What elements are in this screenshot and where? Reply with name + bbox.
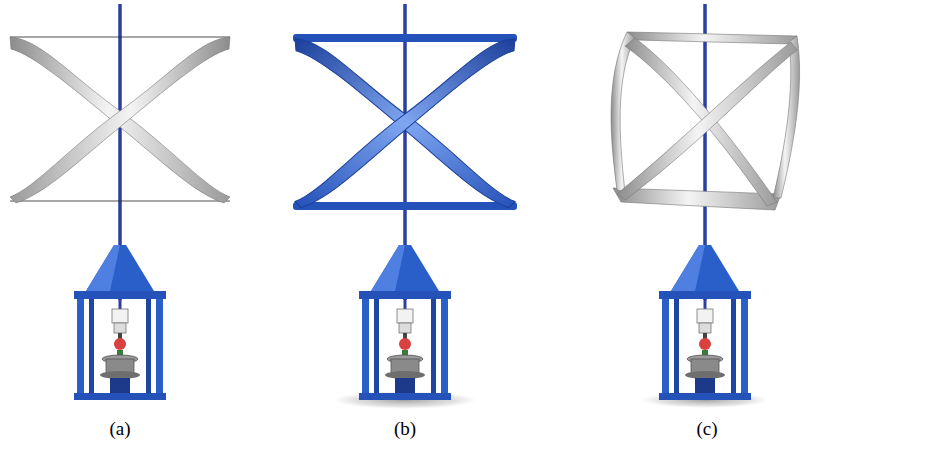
subfigure-label: (a) — [109, 418, 130, 440]
subfigure-label: (b) — [394, 418, 416, 440]
subfigure-label: (c) — [696, 418, 717, 440]
